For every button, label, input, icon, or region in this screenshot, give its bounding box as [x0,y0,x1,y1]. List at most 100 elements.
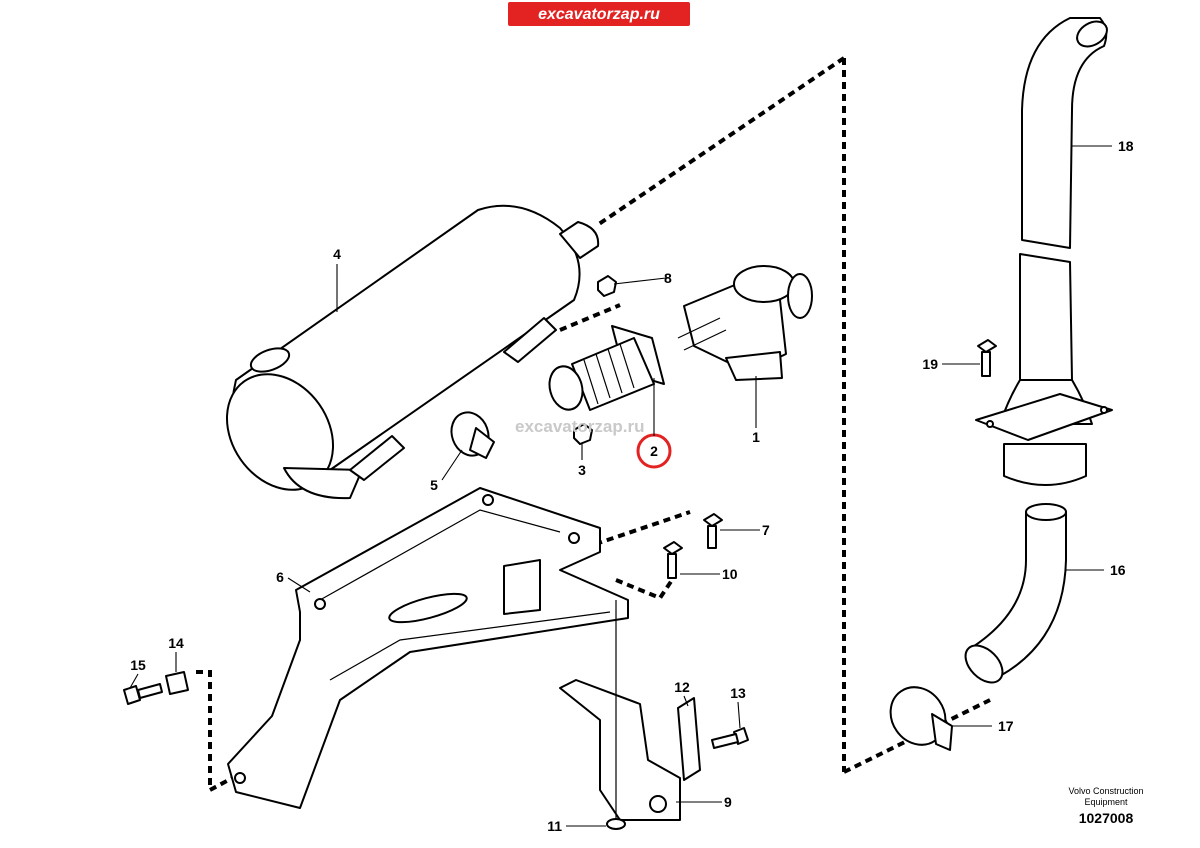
credit-line-2: Equipment [1084,797,1128,807]
assembly-dash-lines [196,56,991,794]
muffler-bracket-upper [503,317,557,363]
bolt-10-shank [667,553,677,579]
bolt-13-shank [711,733,739,749]
bolt-part-19[interactable] [977,339,997,377]
bracket-slot [388,592,468,624]
banner-background [508,2,690,26]
dash-line-bolt-15 [196,670,237,794]
turbo-elbow-foot [725,351,783,381]
bolt-part-10[interactable] [663,541,683,579]
bracket-frame [227,487,629,809]
bracket-hole-3 [568,532,580,544]
lower-bracket-hole [649,795,667,813]
flange-hole-2 [1100,406,1108,414]
callout-4[interactable]: 4 [333,246,341,262]
leader-6 [287,577,311,593]
leader-8 [613,277,667,285]
callout-19[interactable]: 19 [922,356,938,372]
nut-8-shape [597,275,617,297]
dash-line-bolt-7 [583,510,691,550]
dash-line-clamp [843,698,991,774]
clamp-part-5[interactable] [446,407,495,461]
callout-labels: 4 8 1 2 3 5 6 7 10 9 12 13 11 14 15 18 1… [130,138,1134,834]
drawing-number: 1027008 [1079,810,1134,826]
callout-11[interactable]: 11 [547,818,562,834]
spacer-part-14[interactable] [165,671,189,695]
exhaust-stack-part-18[interactable] [975,16,1113,486]
callout-15[interactable]: 15 [130,657,146,673]
plate-part-12[interactable] [677,697,701,781]
muffler-lower-outlet [283,467,363,500]
stack-lower-pipe [1019,253,1073,381]
watermark-text: excavatorzap.ru [515,417,644,436]
callout-3[interactable]: 3 [578,462,586,478]
bracket-hole-1 [482,494,494,506]
clamp-17-bolt [931,713,953,751]
turbo-outlet-ring [787,273,813,319]
muffler-inlet-stub [249,347,291,373]
callout-7[interactable]: 7 [762,522,770,538]
bolt-15-head [123,685,141,705]
clamp-part-17[interactable] [879,677,956,756]
callout-12[interactable]: 12 [674,679,690,695]
stack-outlet-opening [1076,20,1108,48]
turbo-elbow-part-1[interactable] [677,265,813,381]
callout-14[interactable]: 14 [168,635,184,651]
turbo-studs [677,317,727,351]
callout-6[interactable]: 6 [276,569,284,585]
bracket-hole-4 [234,772,246,784]
flexible-pipe-part-2[interactable] [545,325,665,413]
mounting-bracket-part-6[interactable] [227,487,629,809]
dash-line-nut-8 [559,303,621,332]
leader-5 [441,449,463,481]
bolt-7-head [703,513,723,527]
bolt-10-head [663,541,683,555]
callout-5[interactable]: 5 [430,477,438,493]
banner-text: excavatorzap.ru [538,6,660,23]
callout-10[interactable]: 10 [722,566,738,582]
dash-line-bolt-10 [615,578,674,601]
credit-line-1: Volvo Construction [1068,786,1143,796]
callout-2[interactable]: 2 [650,443,658,459]
lower-bracket-part-9[interactable] [559,600,681,821]
leader-lines [129,145,1112,827]
bracket-upright [503,559,541,615]
clamp-bolt-head [469,427,495,459]
flex-pipe-inlet [548,365,584,411]
turbo-housing [733,265,795,303]
plate-12-shape [677,697,701,781]
callout-9[interactable]: 9 [724,794,732,810]
bolt-7-shank [707,525,717,549]
flex-pipe-corrugation [583,343,635,405]
callout-8[interactable]: 8 [664,270,672,286]
leader-15 [129,673,139,689]
dash-line-muffler-top [594,56,846,228]
bolt-part-7[interactable] [703,513,723,549]
bolt-19-head [977,339,997,353]
muffler-part-4[interactable] [205,204,600,511]
muffler-outlet-pipe [559,221,600,259]
callout-16[interactable]: 16 [1110,562,1126,578]
spacer-14-shape [165,671,189,695]
leader-12 [683,695,689,707]
leader-13 [737,701,741,729]
elbow-pipe-outlet [964,644,1004,684]
nut-part-11[interactable] [606,818,626,830]
nut-part-8[interactable] [597,275,617,297]
elbow-pipe-part-16[interactable] [959,503,1067,689]
callout-1[interactable]: 1 [752,429,760,445]
bolt-part-15[interactable] [123,683,163,705]
site-banner[interactable]: excavatorzap.ru [508,2,690,26]
bolt-part-13[interactable] [711,727,749,749]
lower-bracket-body [559,679,681,821]
nut-11-shape [606,818,626,830]
nut-part-3[interactable] [573,423,593,445]
stack-spigot [1003,443,1087,486]
callout-17[interactable]: 17 [998,718,1014,734]
callout-18[interactable]: 18 [1118,138,1134,154]
callout-13[interactable]: 13 [730,685,746,701]
bolt-19-shank [981,351,991,377]
nut-3-shape [573,423,593,445]
